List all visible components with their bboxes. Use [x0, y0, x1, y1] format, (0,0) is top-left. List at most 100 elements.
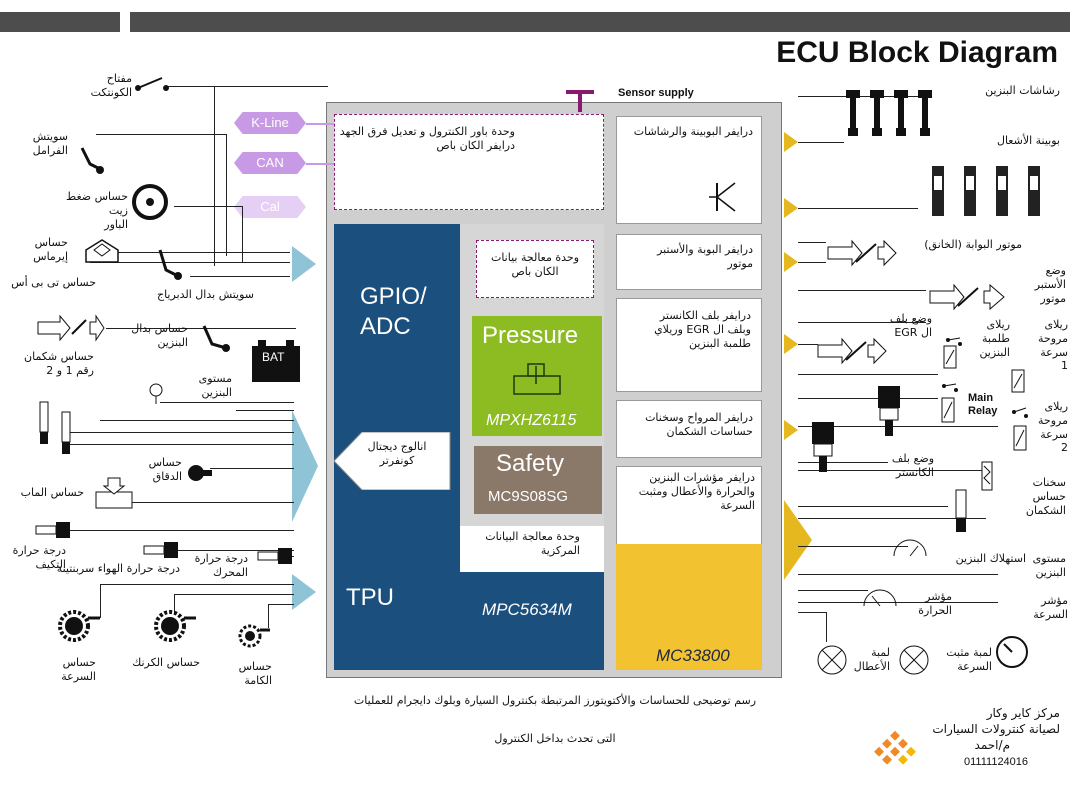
header-bar-left: [0, 12, 120, 32]
fan-relay-2-label: ريلاى مروحة سرعة 2: [1038, 400, 1068, 455]
adc-converter-label: انالوج ديجتال كونفرتر: [367, 440, 427, 467]
fuel-level-sensor-label: مستوى البنزين: [198, 372, 232, 399]
o2-heater-icon: [955, 461, 993, 532]
output-arrow-2: [784, 198, 798, 218]
temp-gauge-icon: [863, 589, 897, 607]
cam-sensor-icon: [238, 624, 270, 648]
idle-stepper-driver: درايفر البوبة والأستبر موتور: [616, 234, 762, 290]
check-lamp-label: لمبة الأعطال: [853, 646, 890, 673]
fuel-pump-relay-label: ريلاى طلمبة البنزين: [979, 318, 1010, 359]
check-lamp-icon: [817, 645, 847, 675]
crank-sensor-icon: [154, 610, 196, 642]
brake-switch-icon: [80, 147, 104, 174]
engine-temp-sensor-icon: [257, 548, 292, 564]
cpu-part-number: MPC5634M: [482, 600, 572, 619]
credit-line-2: لصيانة كنترولات السيارات: [932, 722, 1060, 736]
fan-relay-1-icon: [1011, 369, 1025, 393]
caption-line-1: رسم توضيحى للحساسات والأكتويتورز المرتبط…: [353, 694, 757, 707]
cal-bus: Cal: [234, 196, 306, 218]
tps-sensor-label: حساس تى بى أس: [11, 276, 96, 289]
knock-sensor-icon: [188, 465, 212, 481]
credit-phone: 01111124016: [964, 756, 1029, 768]
idle-motor-icon: [827, 239, 897, 267]
power-steering-icon: [132, 184, 168, 220]
output-arrow-5: [784, 420, 798, 440]
freescale-logo-icon: [874, 730, 916, 765]
cruise-lamp-label: لمبة مثبت السرعة: [946, 646, 992, 673]
output-arrow-1: [784, 132, 798, 152]
map-sensor-icon: [85, 239, 119, 263]
intake-temp-sensor-icon: [35, 522, 70, 538]
speed-sensor-icon: [58, 610, 100, 642]
temp-gauge-label: مؤشر الحرارة: [918, 590, 952, 617]
canister-valve-2-icon: [812, 422, 834, 472]
fan-relay-2-icon: [1012, 407, 1028, 451]
pressure-sensor-icon: [513, 363, 561, 395]
engine-temp-label: درجة حرارة المحرك: [194, 552, 248, 579]
ignition-switch-icon: [135, 77, 169, 91]
coil-injector-driver: درايفر البوبينة والرشاشات: [616, 116, 762, 224]
speed-gauge-label: مؤشر السرعة: [1033, 594, 1068, 621]
ignition-switch-label: مفتاح الكونتكت: [90, 72, 132, 99]
idle-motor-label: موتور البوابة (الخانق): [924, 238, 1022, 251]
throttle-sensor-label: حساس الماب: [20, 486, 84, 499]
clutch-switch-label: سويتش بدال الدبرياج: [156, 288, 254, 301]
sensor-supply-label: Sensor supply: [618, 87, 694, 99]
driver-chip-block: [616, 544, 762, 670]
knock-sensor-label: حساس الدقاق: [148, 456, 182, 483]
oxygen-sensor-icon: [37, 314, 105, 342]
brake-switch-label: سويتش الفرامل: [32, 130, 68, 157]
o2-heaters-label: سخنات حساس الشكمان: [1025, 476, 1066, 517]
gpio-adc-label: GPIO/ ADC: [360, 283, 427, 340]
fuel-gauge-icon: [893, 539, 927, 557]
can-processing-unit: وحدة معالجة بيانات الكان باص: [476, 240, 594, 298]
input-arrow-3: [292, 574, 316, 610]
diagram-title: ECU Block Diagram: [776, 36, 1058, 69]
intake-temp-label: درجة حرارة التكيف: [12, 544, 66, 571]
power-oil-sensor-label: حساس ضغط زيت الباور: [66, 190, 128, 231]
input-arrow-1: [292, 246, 316, 282]
oxygen-sensors-label: حساس شكمان رقم 1 و 2: [24, 350, 94, 377]
map-throttle-icon: [95, 477, 133, 509]
driver-part-number: MC33800: [656, 646, 730, 665]
canister-position-label: وضع بلف الكانستر: [891, 452, 934, 479]
canister-egr-driver-label: درايفر بلف الكانستر وبلف ال EGR وريلاي ط…: [654, 309, 751, 350]
pressure-label: Pressure: [482, 322, 579, 349]
safety-label: Safety: [496, 450, 565, 477]
battery-icon: [252, 340, 300, 382]
temperature-sensors-icon: [39, 401, 71, 454]
cruise-lamp-icon: [899, 645, 929, 675]
idle-stepper-driver-label: درايفر البوبة والأستبر موتور: [657, 243, 753, 270]
speedometer-icon: [996, 636, 1028, 668]
caption-line-2: التى تحدث بداخل الكنترول: [494, 732, 616, 745]
fan-heater-driver: درايفر المرواح وسخنات حساسات الشكمان: [616, 400, 762, 458]
crank-sensor-label: حساس الكرنك: [132, 656, 200, 669]
pedal-sensor-icon: [202, 325, 230, 352]
injectors-label: رشاشات البنزين: [985, 84, 1060, 97]
air-temp-sensor-icon: [143, 542, 178, 558]
cam-sensor-label: حساس الكامة: [238, 660, 272, 687]
ignition-coils-icon: [932, 166, 1040, 216]
fuel-level-sensor-icon: [149, 383, 163, 404]
output-arrow-6: [784, 500, 812, 580]
gauge-driver: درايفر مؤشرات البنزين والحرارة والأعطال …: [616, 466, 762, 546]
air-temp-label: درجة حرارة الهواء سربنتينة: [56, 562, 180, 575]
canister-egr-driver: درايفر بلف الكانستر وبلف ال EGR وريلاي ط…: [616, 298, 762, 392]
output-arrow-4: [784, 334, 798, 354]
credit-line-3: م/احمد: [974, 738, 1010, 752]
map-sensor-label: حساس إيرماس: [33, 236, 68, 263]
gauge-driver-label: درايفر مؤشرات البنزين والحرارة والأعطال …: [638, 471, 755, 512]
output-arrow-3: [784, 252, 798, 272]
fuel-pump-relay-icon: [943, 337, 962, 369]
sensor-supply-connector: [566, 90, 594, 112]
fuel-consumption-label: استهلاك البنزين: [955, 552, 1026, 565]
main-relay-icon: [941, 383, 958, 423]
safety-mcu-block: [474, 446, 602, 514]
main-relay-label: Main Relay: [968, 392, 998, 418]
injectors-icon: [846, 90, 932, 136]
transistor-icon: [709, 182, 736, 212]
can-processing-label: وحدة معالجة بيانات الكان باص: [490, 251, 580, 278]
clutch-switch-icon: [158, 249, 182, 280]
header-bar: [130, 12, 1070, 32]
cpu-label: وحدة معالجة البيانات المركزية: [485, 530, 580, 557]
